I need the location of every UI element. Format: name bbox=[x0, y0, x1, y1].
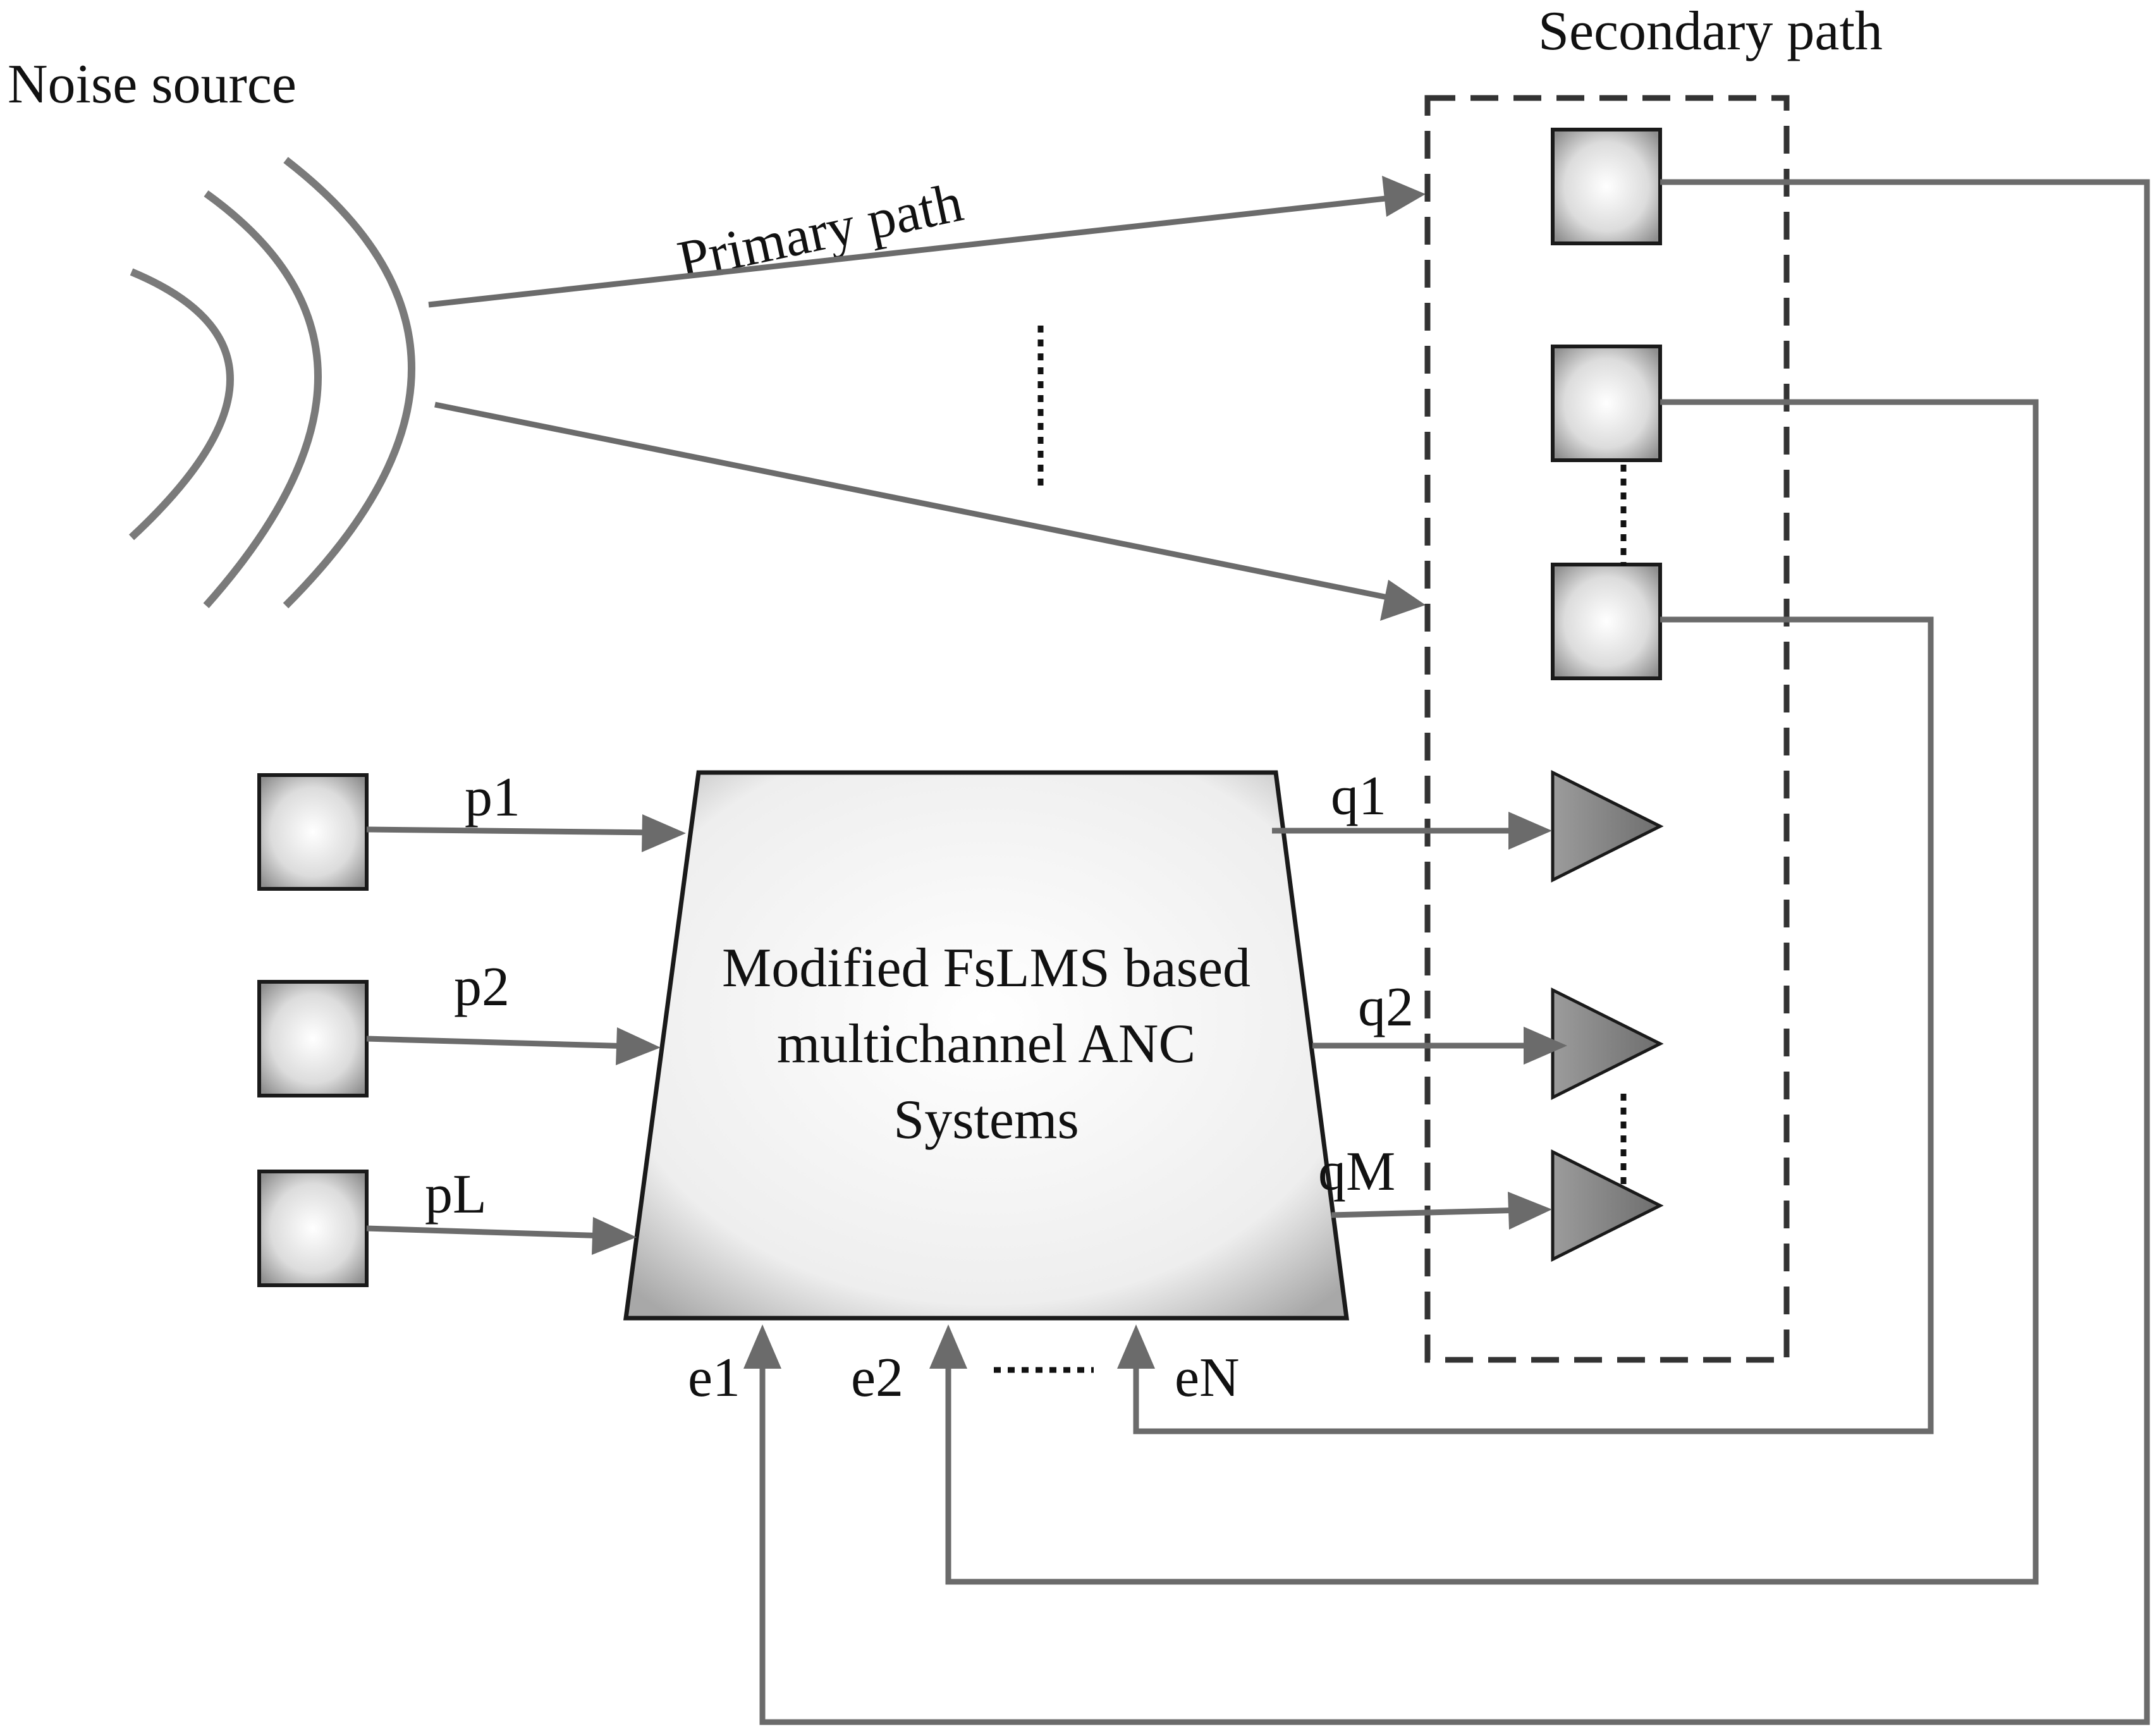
output-label-q2: q2 bbox=[1358, 977, 1414, 1038]
error-label-en: eN bbox=[1175, 1347, 1240, 1409]
reference-mic-1 bbox=[257, 773, 369, 891]
anc-system-block bbox=[623, 770, 1349, 1321]
noise-source-icon bbox=[128, 157, 415, 609]
output-label-qm: qM bbox=[1318, 1141, 1395, 1202]
secondary-path-label: Secondary path bbox=[1538, 1, 1883, 62]
reference-mic-l bbox=[257, 1170, 369, 1287]
speaker-2-icon bbox=[1551, 987, 1664, 1101]
speaker-1-icon bbox=[1551, 769, 1664, 883]
error-mic-2 bbox=[1551, 345, 1662, 462]
error-feedback-lines bbox=[743, 179, 2150, 1725]
error-mic-1 bbox=[1551, 128, 1662, 245]
speaker-m-icon bbox=[1551, 1149, 1664, 1262]
block-title-line3: Systems bbox=[893, 1089, 1079, 1151]
input-label-pl: pL bbox=[425, 1164, 487, 1225]
input-label-p2: p2 bbox=[454, 957, 510, 1018]
error-label-e1: e1 bbox=[688, 1347, 740, 1409]
noise-source-label: Noise source bbox=[8, 54, 297, 115]
output-label-q1: q1 bbox=[1331, 766, 1386, 827]
output-arrows bbox=[1272, 812, 1567, 1230]
block-title-line2: multichannel ANC bbox=[777, 1013, 1195, 1075]
reference-mic-2 bbox=[257, 980, 369, 1097]
secondary-path-box bbox=[1424, 95, 1790, 1363]
error-mic-n bbox=[1551, 563, 1662, 680]
primary-path-arrows bbox=[428, 176, 1426, 621]
error-label-e2: e2 bbox=[851, 1347, 903, 1409]
block-title-line1: Modified FsLMS based bbox=[722, 938, 1250, 999]
input-label-p1: p1 bbox=[465, 767, 520, 828]
input-arrows bbox=[366, 814, 686, 1255]
